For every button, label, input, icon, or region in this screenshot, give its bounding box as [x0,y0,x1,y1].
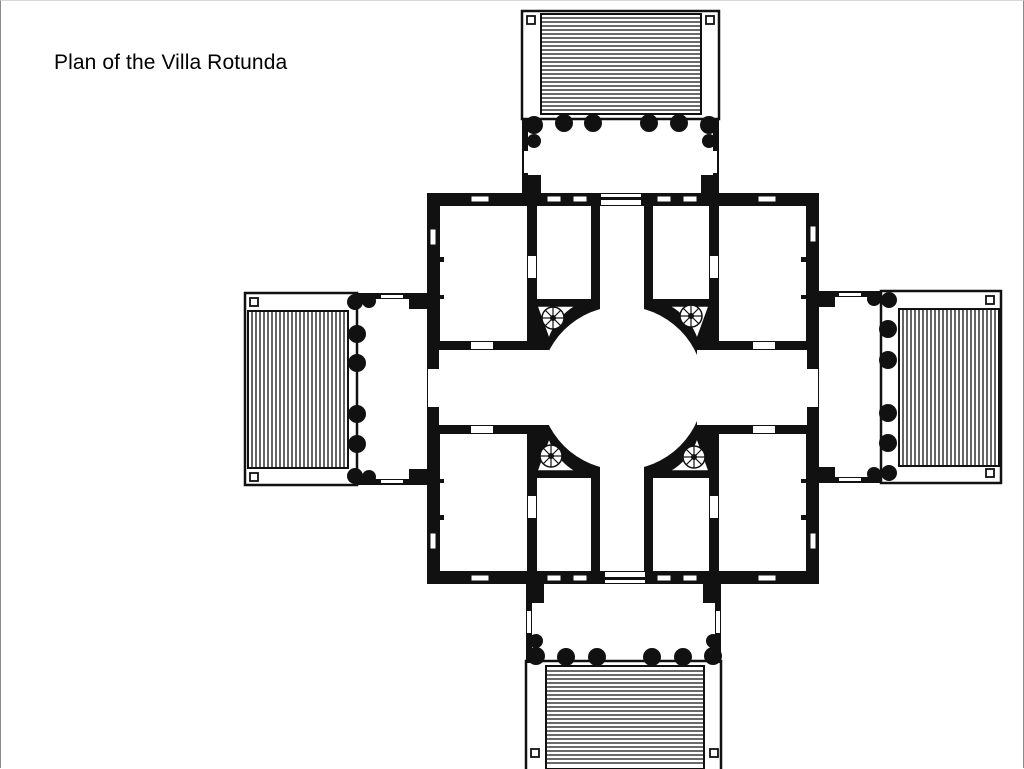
slide-title: Plan of the Villa Rotunda [54,51,288,74]
spiral-stair-ne [668,304,711,342]
north-portico [520,9,721,197]
north-stair-steps [520,9,721,121]
south-stair-steps [524,659,723,769]
central-rotunda [439,206,807,571]
east-columns [867,292,897,481]
south-columns [527,634,722,666]
outer-walls [427,193,819,584]
north-columns [525,114,718,148]
west-columns [347,294,376,484]
spiral-stair-nw [535,305,579,342]
west-portico [243,291,435,487]
east-stair-steps [879,289,1003,485]
spiral-stair-se [668,435,711,472]
east-portico [809,289,1003,485]
spiral-stair-sw [535,435,579,472]
west-stair-steps [243,291,359,487]
south-portico [524,583,723,769]
